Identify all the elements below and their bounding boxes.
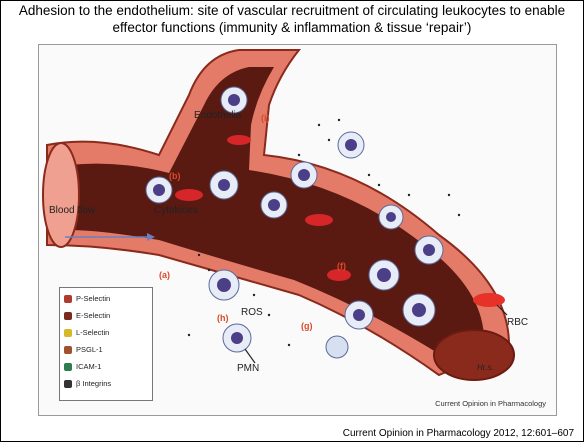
leukocyte <box>415 236 443 264</box>
molecule-legend: P-Selectin E-Selectin L-Selectin PSGL-1 … <box>59 287 153 401</box>
rbc-label: RBC <box>507 317 528 328</box>
legend-label: PSGL-1 <box>76 345 103 354</box>
leukocyte-extravasated <box>326 336 348 358</box>
rbc <box>227 135 251 145</box>
leukocyte-extravasated <box>338 132 364 158</box>
leukocyte <box>403 294 435 326</box>
blood-flow-label: Blood flow <box>49 205 95 216</box>
legend-swatch <box>64 295 72 303</box>
pmn-label: PMN <box>237 363 259 374</box>
leukocyte <box>345 301 373 329</box>
step-marker-h: (h) <box>217 313 229 323</box>
leukocyte <box>369 260 399 290</box>
step-marker-i: (i) <box>261 113 270 123</box>
pmn-arrow <box>245 349 255 363</box>
legend-item: ICAM-1 <box>64 362 101 371</box>
slide-citation: Current Opinion in Pharmacology 2012, 12… <box>343 428 574 439</box>
step-marker-f: (f) <box>337 261 346 271</box>
leukocyte-extravasated <box>209 270 239 300</box>
legend-swatch <box>64 312 72 320</box>
vessel-opening <box>43 143 79 247</box>
vessel-end <box>434 330 514 380</box>
rbc <box>305 214 333 226</box>
rbc <box>175 189 203 201</box>
legend-label: β Integrins <box>76 379 111 388</box>
leukocyte-extravasated <box>379 205 403 229</box>
legend-item: P-Selectin <box>64 294 110 303</box>
leukocyte <box>261 192 287 218</box>
illustrator-signature: Hr.s. <box>477 363 494 372</box>
cytokines-label: Cytokines <box>154 205 198 216</box>
slide-title: Adhesion to the endothelium: site of vas… <box>10 2 574 36</box>
legend-label: E-Selectin <box>76 311 110 320</box>
leukocyte <box>291 162 317 188</box>
vascular-recruitment-figure: Endothelia Blood flow Cytokines ROS PMN … <box>38 44 557 416</box>
legend-label: L-Selectin <box>76 328 109 337</box>
leukocyte-extravasated <box>223 324 251 352</box>
legend-item: β Integrins <box>64 379 111 388</box>
step-marker-a: (a) <box>159 270 170 280</box>
legend-item: L-Selectin <box>64 328 109 337</box>
legend-label: ICAM-1 <box>76 362 101 371</box>
legend-swatch <box>64 346 72 354</box>
legend-swatch <box>64 363 72 371</box>
step-marker-b: (b) <box>169 171 181 181</box>
figure-source: Current Opinion in Pharmacology <box>435 399 546 408</box>
leukocyte <box>210 171 238 199</box>
step-marker-g: (g) <box>301 321 313 331</box>
legend-label: P-Selectin <box>76 294 110 303</box>
ros-label: ROS <box>241 307 263 318</box>
legend-swatch <box>64 380 72 388</box>
legend-swatch <box>64 329 72 337</box>
rbc <box>473 293 505 307</box>
legend-item: PSGL-1 <box>64 345 103 354</box>
legend-item: E-Selectin <box>64 311 110 320</box>
endothelia-label: Endothelia <box>194 110 241 121</box>
